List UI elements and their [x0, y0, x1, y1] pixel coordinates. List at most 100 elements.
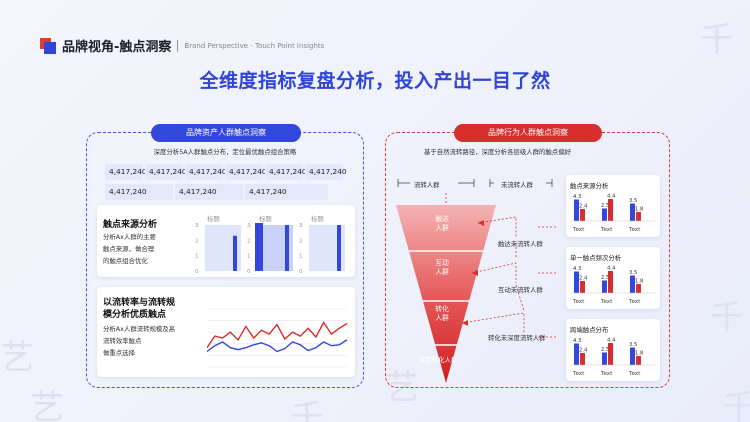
chart-bar: [285, 225, 289, 271]
chart-category-label: Text: [572, 227, 585, 233]
header-divider: [177, 39, 179, 52]
chart-data-label: 4.4: [607, 338, 616, 344]
chart-category-label: Text: [628, 227, 641, 233]
chart-bar: [337, 225, 341, 271]
funnel-stage-convert: 转化人群: [435, 305, 449, 322]
chart-data-label: 2.5: [601, 203, 609, 209]
chart-bar: [608, 199, 613, 221]
flow-rate-title-line: 模分析优质触点: [103, 310, 167, 320]
metric-cell: 4,417,240: [245, 184, 328, 200]
funnel-stage-deep-convert: 深度转化人群: [419, 356, 458, 364]
flow-label-convert-unflow: 转化未深度流转人群: [488, 334, 546, 342]
chart-bar: [602, 208, 607, 221]
chart-bar: [636, 212, 641, 221]
watermark-char: 艺: [0, 338, 34, 378]
chart-bar: [580, 209, 585, 221]
natural-flow-label: 流转人群: [414, 181, 440, 189]
metric-cell: 4,417,240: [105, 184, 173, 200]
flow-label-interact-unflow: 互动未流转人群: [498, 286, 543, 294]
chart-data-label: 4.3: [573, 338, 581, 344]
chart-bar: [574, 271, 579, 293]
funnel-diagram: [396, 179, 558, 383]
metric-cell: 4,417,240: [175, 184, 243, 200]
chart-data-label: 3.5: [629, 270, 637, 276]
chart-series-line: [207, 321, 348, 349]
metric-cell: 4,417,240: [225, 164, 267, 180]
chart-tick-label: 3: [299, 223, 303, 229]
brand-behavior-desc: 基于自然流转路径，深度分析各层级人群的触点偏好: [424, 148, 571, 156]
watermark-char: 千: [710, 298, 744, 338]
chart-data-label: 2.5: [601, 347, 609, 353]
chart-bar: [602, 280, 607, 293]
chart-tick-label: 0: [195, 269, 199, 275]
chart-bar: [630, 275, 635, 293]
chart-tick-label: 1: [195, 254, 199, 260]
chart-data-label: 4.3: [573, 194, 581, 200]
chart-tick-label: 3: [247, 223, 251, 229]
chart-category-label: Text: [572, 371, 585, 377]
chart-data-label: 1.8: [635, 351, 643, 357]
chart-data-label: 2.4: [579, 204, 588, 210]
chart-tick-label: 2: [299, 238, 303, 244]
watermark-char: 千: [290, 398, 324, 422]
page-subtitle: Brand Perspective - Touch Point Insights: [184, 41, 325, 50]
chart-tick-label: 0: [299, 269, 303, 275]
flow-rate-desc-line: 流转效率触点: [103, 337, 142, 345]
chart-bar: [602, 352, 607, 365]
touch-source-title: 触点来源分析: [103, 220, 158, 230]
metric-cell: 4,417,240: [145, 164, 187, 180]
chart-bar: [574, 199, 579, 221]
chart-bar: [580, 281, 585, 293]
watermark-char: 千: [722, 388, 750, 422]
mini-card-title: 触点来源分析: [570, 182, 609, 190]
flow-rate-card: 以流转率与流转规 模分析优质触点 分析Ax人群流转规模及高 流转效率触点 做重点…: [97, 287, 355, 377]
chart-data-label: 1.8: [635, 207, 643, 213]
chart-data-label: 3.5: [629, 198, 637, 204]
flow-rate-desc-line: 分析Ax人群流转规模及高: [103, 325, 176, 333]
chart-tick-label: 2: [247, 238, 251, 244]
watermark-char: 艺: [30, 388, 64, 422]
chart-tick-label: 2: [195, 238, 199, 244]
brand-logo-icon: [40, 37, 56, 54]
chart-category-label: Text: [572, 299, 585, 305]
chart-tick-label: 1: [299, 254, 303, 260]
chart-category-label: 标题: [259, 214, 272, 223]
chart-highlight-bar: [255, 223, 263, 271]
brand-asset-pill: 品牌资产人群触点洞察: [151, 124, 301, 142]
chart-bar: [636, 284, 641, 293]
flow-rate-title-line: 以流转率与流转规: [103, 298, 176, 308]
touch-source-desc-line: 的触点组合优化: [103, 257, 148, 265]
chart-data-label: 1.8: [635, 279, 643, 285]
metric-cell: 4,417,240: [105, 164, 147, 180]
chart-bar: [608, 271, 613, 293]
watermark-char: 艺: [385, 368, 419, 408]
chart-bar: [580, 353, 585, 365]
brand-behavior-panel: 品牌行为人群触点洞察 基于自然流转路径，深度分析各层级人群的触点偏好: [385, 124, 670, 388]
chart-series-line: [207, 339, 348, 353]
chart-bar: [636, 356, 641, 365]
chart-data-label: 2.4: [579, 276, 588, 282]
funnel-stage-reach: 触达人群: [435, 215, 449, 232]
chart-bar: [233, 235, 237, 271]
chart-category-label: Text: [600, 371, 613, 377]
chart-category-label: Text: [628, 371, 641, 377]
chart-category-label: 标题: [311, 214, 324, 223]
chart-tick-label: 1: [247, 254, 251, 260]
chart-data-label: 4.3: [573, 266, 581, 272]
watermark-char: 千: [700, 20, 734, 60]
chart-bar: [630, 203, 635, 221]
brand-behavior-pill: 品牌行为人群触点洞察: [454, 124, 602, 142]
brand-asset-desc: 深度分析5A人群触点分布，定位最优触点组合策略: [153, 148, 297, 156]
chart-bar: [608, 343, 613, 365]
main-headline: 全维度指标复盘分析，投入产出一目了然: [199, 70, 551, 92]
chart-tick-label: 0: [247, 269, 251, 275]
brand-asset-panel: 品牌资产人群触点洞察 深度分析5A人群触点分布，定位最优触点组合策略 4,417…: [86, 124, 364, 388]
metric-cell: 4,417,240: [185, 164, 227, 180]
flow-label-reach-unflow: 触达未流转人群: [498, 240, 543, 248]
touch-source-desc-line: 分析Ax人群的主要: [103, 233, 156, 241]
